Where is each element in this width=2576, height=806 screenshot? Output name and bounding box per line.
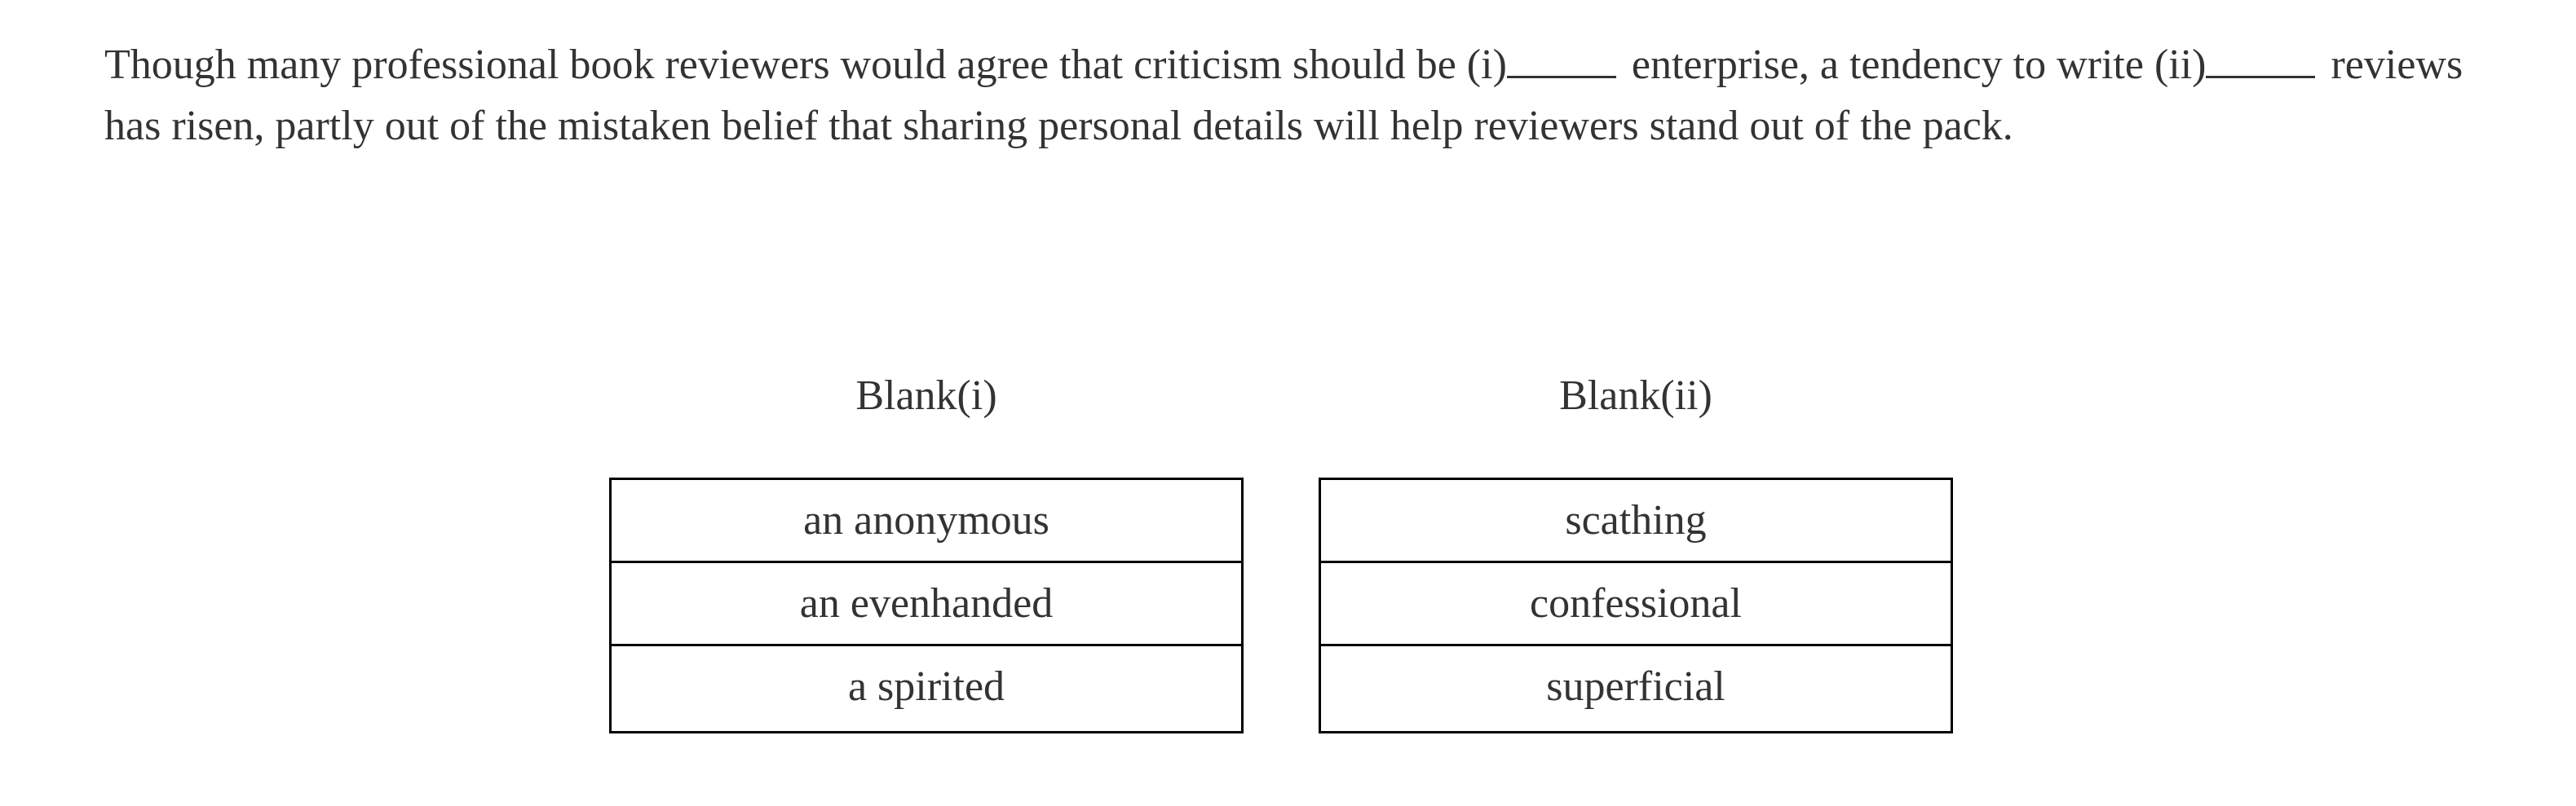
question-part-1: Though many professional book reviewers … [104, 42, 1507, 88]
blank-i-label: Blank(i) [855, 372, 997, 419]
blank-ii-choices: scathing confessional superficial [1319, 478, 1953, 733]
blank-ii-label: Blank(ii) [1559, 372, 1712, 419]
blank-ii-line [2206, 76, 2316, 78]
question-text: Though many professional book reviewers … [104, 34, 2518, 156]
choice-superficial[interactable]: superficial [1321, 646, 1951, 731]
blank-ii-column: Blank(ii) scathing confessional superfic… [1319, 363, 1953, 733]
blank-i-column: Blank(i) an anonymous an evenhanded a sp… [609, 363, 1244, 733]
choice-a-spirited[interactable]: a spirited [612, 646, 1241, 731]
choice-an-evenhanded[interactable]: an evenhanded [612, 563, 1241, 646]
blank-i-choices: an anonymous an evenhanded a spirited [609, 478, 1244, 733]
choice-confessional[interactable]: confessional [1321, 563, 1951, 646]
question-part-3: reviews has risen, partly out of the mis… [104, 42, 2463, 149]
choice-scathing[interactable]: scathing [1321, 480, 1951, 563]
choice-an-anonymous[interactable]: an anonymous [612, 480, 1241, 563]
question-part-2: enterprise, a tendency to write (ii) [1620, 42, 2207, 88]
blank-i-line [1506, 76, 1616, 78]
